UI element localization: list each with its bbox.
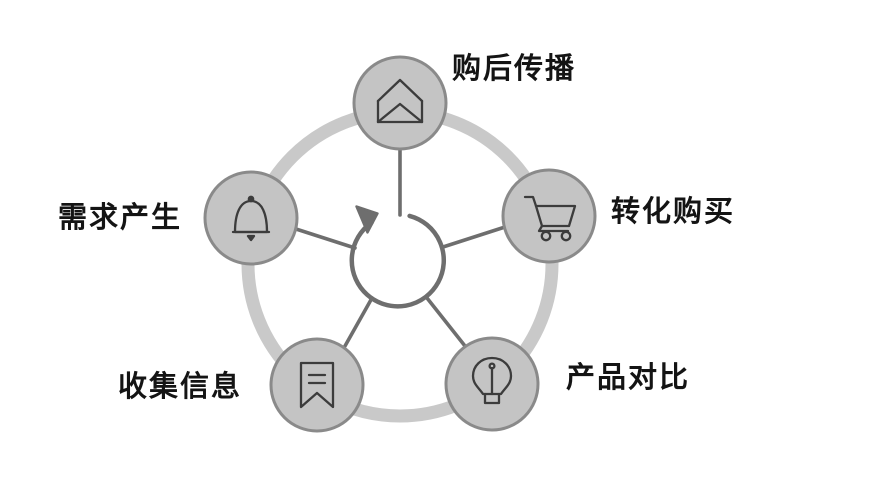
- node-product-comparison[interactable]: [444, 336, 540, 432]
- bookmark-icon: [299, 361, 335, 409]
- spoke-demand-generation: [294, 227, 357, 250]
- lightbulb-icon: [471, 356, 513, 405]
- envelope-open-icon: [376, 78, 424, 124]
- label-conversion-purchase: 转化购买: [611, 194, 736, 228]
- bell-icon: [231, 195, 271, 242]
- node-demand-generation[interactable]: [203, 170, 299, 266]
- label-collect-information: 收集信息: [118, 369, 243, 403]
- spokes-group: [294, 147, 507, 348]
- node-circle: [203, 170, 299, 266]
- label-post-purchase-share: 购后传播: [452, 51, 577, 85]
- node-collect-information[interactable]: [269, 337, 365, 433]
- node-post-purchase-share[interactable]: [352, 55, 448, 151]
- shopping-cart-icon: [523, 195, 577, 242]
- spoke-product-comparison: [425, 296, 467, 348]
- label-demand-generation: 需求产生: [58, 200, 183, 234]
- node-circle: [501, 168, 597, 264]
- center-hub-circle: [349, 213, 447, 309]
- label-product-comparison: 产品对比: [566, 360, 691, 394]
- spoke-conversion-purchase: [441, 225, 507, 249]
- spoke-collect-information: [343, 296, 374, 348]
- counterclockwise-arrow-icon: [355, 205, 379, 234]
- node-conversion-purchase[interactable]: [501, 168, 597, 264]
- node-circle: [269, 337, 365, 433]
